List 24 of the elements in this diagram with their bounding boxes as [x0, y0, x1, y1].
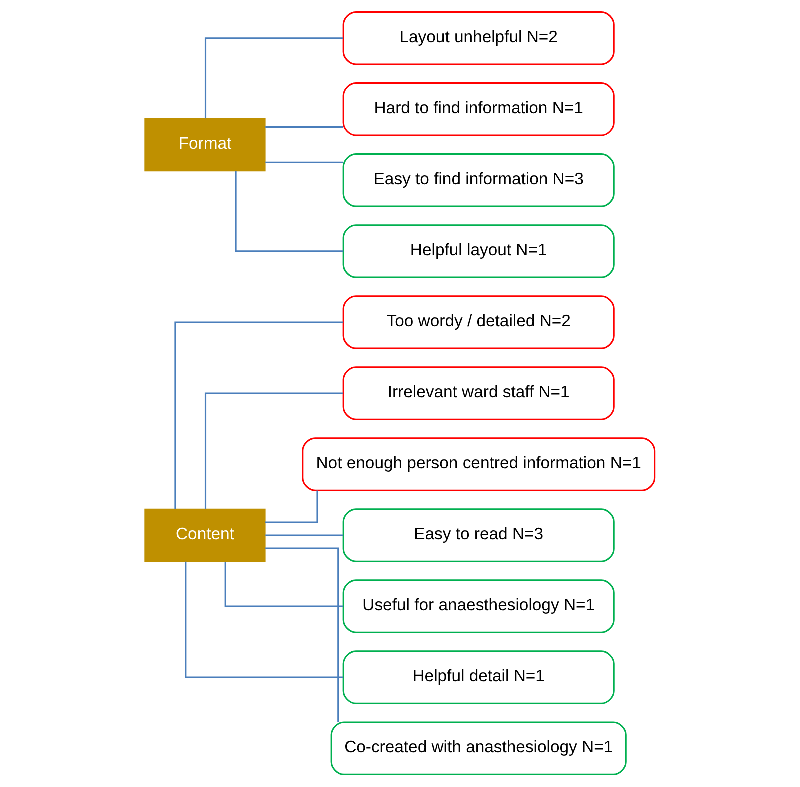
connector	[266, 534, 344, 536]
node-box: Not enough person centred information N=1	[302, 438, 656, 492]
node-box: Helpful layout N=1	[342, 224, 615, 278]
node-box: Too wordy / detailed N=2	[342, 296, 615, 350]
node-box: Useful for anaesthesiology N=1	[342, 580, 615, 634]
node-box: Irrelevant ward staff N=1	[342, 366, 615, 420]
node-box: Format	[144, 118, 266, 172]
connector	[266, 126, 344, 128]
node-box: Layout unhelpful N=2	[342, 12, 615, 66]
connector	[266, 548, 340, 722]
connector	[174, 322, 344, 510]
connector	[265, 490, 318, 524]
connector	[224, 562, 344, 608]
connector	[266, 162, 344, 164]
node-box: Co-created with anasthesiology N=1	[330, 722, 627, 776]
node-box: Easy to read N=3	[342, 508, 615, 562]
node-box: Hard to find information N=1	[342, 82, 615, 136]
connector	[235, 171, 344, 252]
connector	[204, 392, 344, 510]
connector	[185, 562, 344, 678]
node-box: Helpful detail N=1	[342, 650, 615, 704]
node-box: Content	[144, 508, 266, 562]
node-box: Easy to find information N=3	[342, 154, 615, 208]
connector	[204, 38, 344, 119]
